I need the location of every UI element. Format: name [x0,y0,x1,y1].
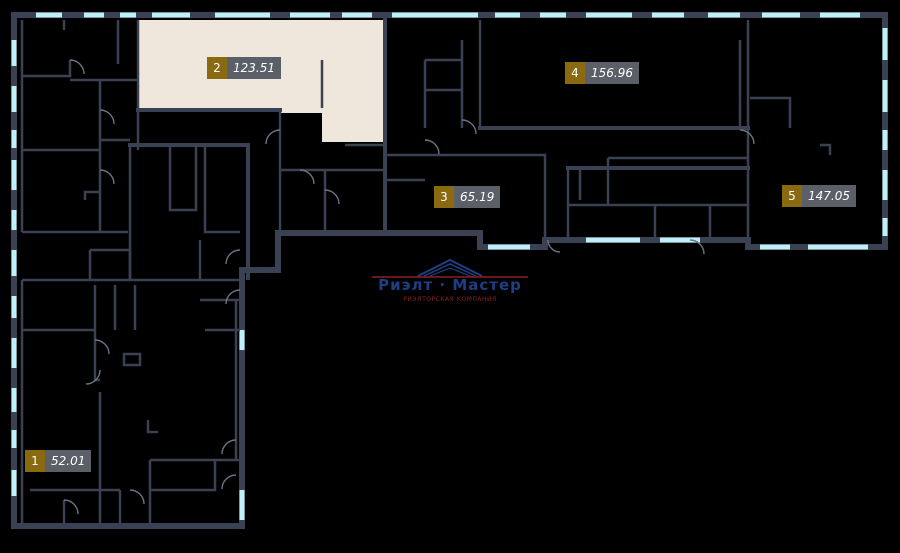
unit-area-label: 123.51 [227,57,281,79]
unit-badge-4[interactable]: 4 156.96 [565,62,639,84]
unit-area-label: 156.96 [585,62,639,84]
house-roof-icon [372,258,528,278]
unit-number: 4 [565,62,585,84]
company-logo: Риэлт · Мастер РИЭЛТОРСКАЯ КОМПАНИЯ [372,256,528,308]
unit-area-label: 52.01 [45,450,92,472]
unit-number: 5 [782,185,802,207]
unit-badge-2[interactable]: 2 123.51 [207,57,281,79]
unit-number: 2 [207,57,227,79]
unit-number: 3 [434,186,454,208]
unit-badge-3[interactable]: 3 65.19 [434,186,501,208]
unit-area-label: 65.19 [454,186,501,208]
unit-badge-1[interactable]: 1 52.01 [25,450,92,472]
unit-number: 1 [25,450,45,472]
unit-2-area[interactable] [138,20,385,142]
doors [63,59,755,515]
logo-tagline: РИЭЛТОРСКАЯ КОМПАНИЯ [403,296,497,303]
windows [11,12,888,520]
unit-area-label: 147.05 [802,185,856,207]
unit-badge-5[interactable]: 5 147.05 [782,185,856,207]
logo-name: Риэлт · Мастер [378,276,522,294]
interior-walls [20,18,832,526]
